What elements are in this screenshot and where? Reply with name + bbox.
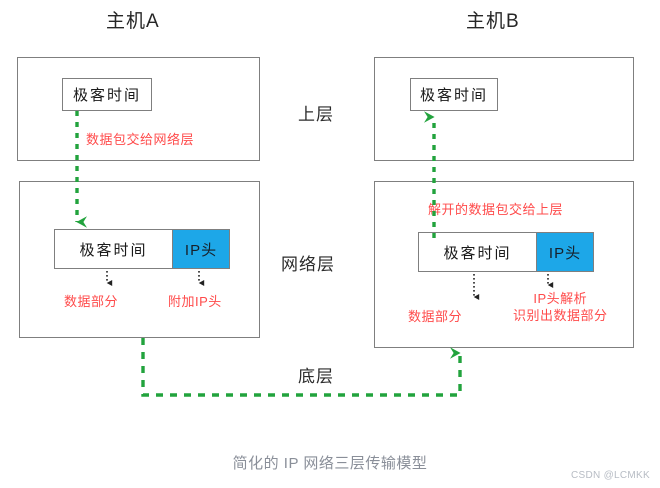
host-a-upper-payload-box: 极客时间 <box>62 78 152 111</box>
host-b-data-part-annotation: 数据部分 <box>408 309 463 324</box>
host-b-ip-header-parse-annotation: IP头解析 识别出数据部分 <box>513 290 608 324</box>
host-b-upper-payload-box: 极客时间 <box>410 78 498 111</box>
host-a-packet: 极客时间 IP头 <box>54 229 230 269</box>
host-a-add-ip-header-annotation: 附加IP头 <box>168 294 222 309</box>
host-a-data-part-annotation: 数据部分 <box>64 294 119 309</box>
host-b-packet-data-segment: 极客时间 <box>419 233 537 271</box>
diagram-caption: 简化的 IP 网络三层传输模型 <box>232 455 428 472</box>
host-b-ip-header-parse-line2: 识别出数据部分 <box>513 308 608 323</box>
layer-label-bottom: 底层 <box>298 367 334 386</box>
host-b-packet: 极客时间 IP头 <box>418 232 594 272</box>
layer-label-upper: 上层 <box>298 105 334 124</box>
host-b-ip-header-parse-line1: IP头解析 <box>533 291 588 306</box>
host-b-packet-ip-header-segment: IP头 <box>537 233 593 271</box>
host-b-title: 主机B <box>466 11 520 32</box>
host-a-upper-annotation: 数据包交给网络层 <box>86 132 195 147</box>
layer-label-network: 网络层 <box>281 255 335 274</box>
host-b-unpacked-to-upper-annotation: 解开的数据包交给上层 <box>428 202 564 217</box>
host-a-title: 主机A <box>106 11 160 32</box>
watermark: CSDN @LCMKK <box>570 470 650 481</box>
host-a-packet-ip-header-segment: IP头 <box>173 230 229 268</box>
host-a-packet-data-segment: 极客时间 <box>55 230 173 268</box>
